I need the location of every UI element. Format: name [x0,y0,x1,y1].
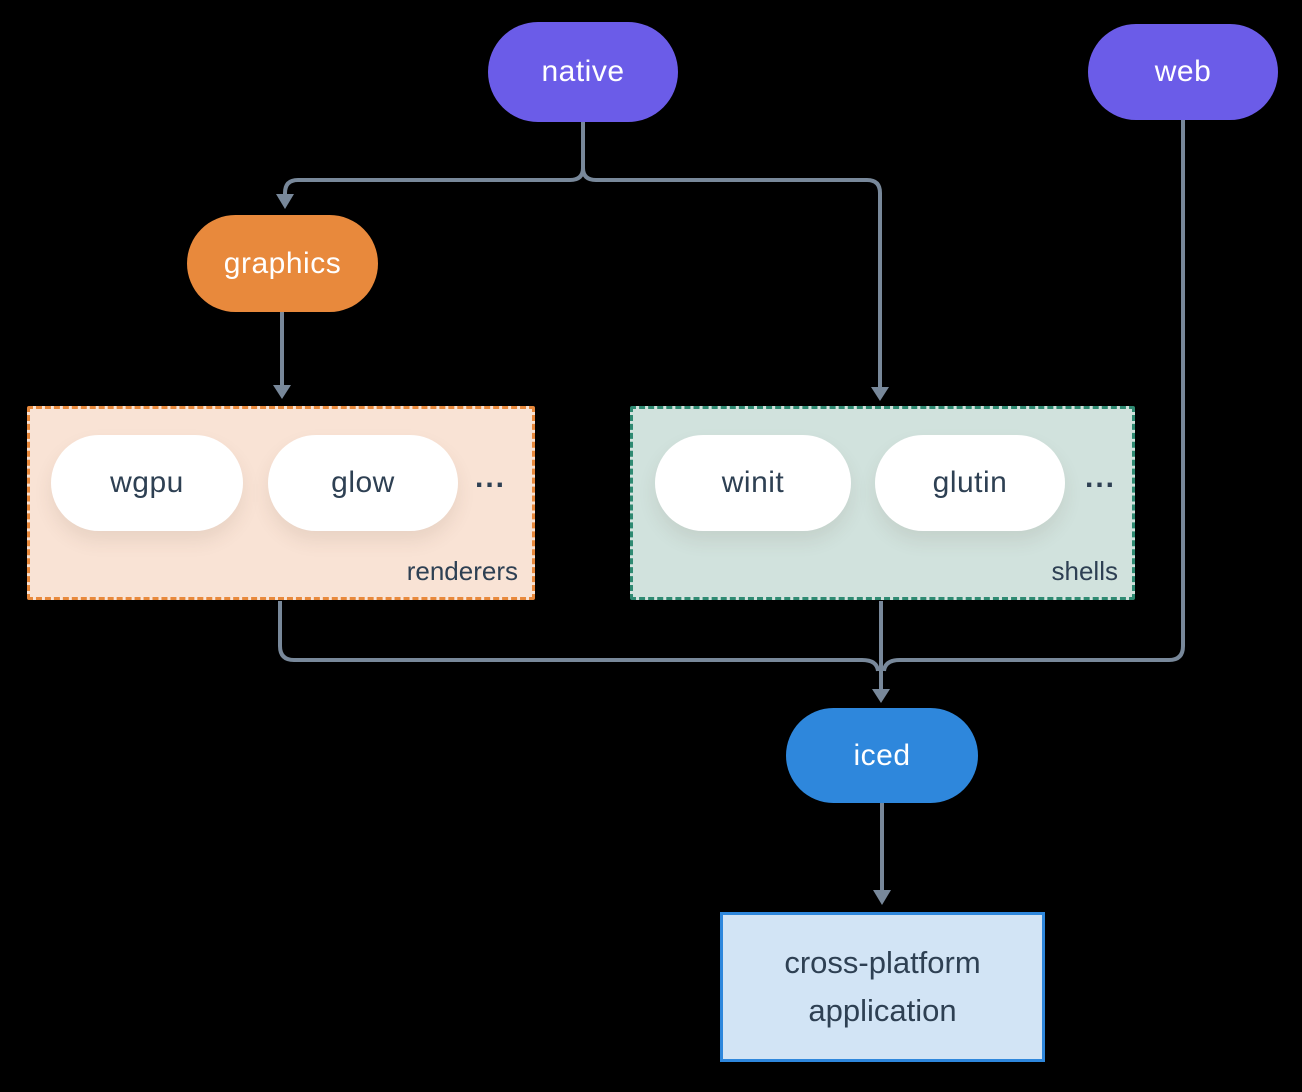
arrowhead-iced [872,689,890,703]
node-native-label: native [541,55,625,88]
node-application-line2: application [808,993,957,1028]
node-iced-label: iced [853,738,911,772]
connector-web-to-iced [882,120,1185,672]
node-web-label: web [1154,55,1212,88]
node-glow-label: glow [331,466,395,499]
node-graphics-label: graphics [223,246,342,280]
arrowhead-graphics [276,194,294,209]
node-glutin: glutin [875,435,1065,531]
shells-ellipsis: ... [1085,461,1117,494]
group-shells-label: shells [1051,556,1118,586]
node-web: web [1088,24,1278,120]
node-glow: glow [268,435,458,531]
node-wgpu-label: wgpu [110,466,184,499]
node-winit-label: winit [721,466,785,499]
node-wgpu: wgpu [51,435,243,531]
node-iced: iced [786,708,978,803]
connector-native-to-graphics [283,122,585,196]
node-glutin-label: glutin [932,466,1008,499]
node-graphics: graphics [187,215,378,312]
group-shells: winit glutin ... shells [630,406,1135,600]
node-application: cross-platform application [720,912,1045,1062]
renderers-ellipsis: ... [475,461,507,494]
arrowhead-renderers [273,385,291,399]
node-winit: winit [655,435,851,531]
connector-native-to-shells [581,122,882,388]
node-native: native [488,22,678,122]
connector-renderers-to-iced [278,601,880,672]
arrowhead-application [873,890,891,905]
group-renderers: wgpu glow ... renderers [27,406,535,600]
group-renderers-label: renderers [406,556,518,586]
node-application-line1: cross-platform [784,945,981,980]
arrowhead-shells [871,387,889,401]
